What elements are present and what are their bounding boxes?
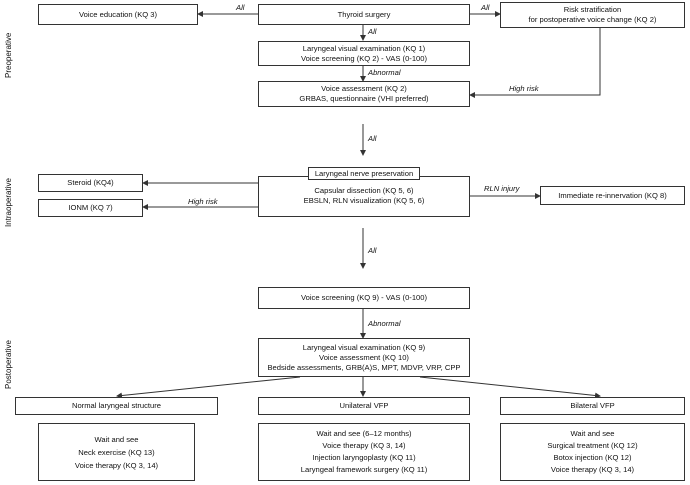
phase-postoperative: Postoperative xyxy=(4,340,13,389)
risk-strat-line-1: Risk stratification xyxy=(563,5,622,14)
normal-structure-title: Normal laryngeal structure xyxy=(71,401,162,410)
bilateral-vfp-title: Bilateral VFP xyxy=(570,401,615,410)
ionm-box: IONM (KQ 7) xyxy=(38,199,143,217)
arrow-to-normal xyxy=(116,376,301,399)
phase-intraoperative: Intraoperative xyxy=(4,178,13,227)
normal-structure-box: Normal laryngeal structure xyxy=(15,397,218,415)
bilateral-item: Botox injection (KQ 12) xyxy=(553,453,632,462)
voice-assessment-line-2: GRBAS, questionnaire (VHI preferred) xyxy=(299,94,429,103)
risk-strat-line-2: for postoperative voice change (KQ 2) xyxy=(528,15,657,24)
steroid-text: Steroid (KQ4) xyxy=(67,178,114,187)
post-exam-line-2: Voice assessment (KQ 10) xyxy=(319,352,409,362)
edge-label-all: All xyxy=(481,3,490,12)
nerve-preservation-box: Laryngeal nerve preservation Capsular di… xyxy=(258,167,470,217)
edge-label-all: All xyxy=(368,27,377,36)
post-voice-screening-text: Voice screening (KQ 9) - VAS (0-100) xyxy=(300,293,428,302)
bilateral-vfp-box: Bilateral VFP xyxy=(500,397,685,415)
reinnervation-box: Immediate re-innervation (KQ 8) xyxy=(540,186,685,205)
capsular-line-2: EBSLN, RLN visualization (KQ 5, 6) xyxy=(303,196,425,205)
laryngeal-exam-box: Laryngeal visual examination (KQ 1) Voic… xyxy=(258,41,470,66)
laryngeal-exam-line-1: Laryngeal visual examination (KQ 1) xyxy=(302,43,426,53)
thyroid-surgery-text: Thyroid surgery xyxy=(337,9,391,19)
normal-management-box: Wait and see Neck exercise (KQ 13) Voice… xyxy=(38,423,195,481)
post-exam-line-3: Bedside assessments, GRB(A)S, MPT, MDVP,… xyxy=(267,362,461,372)
bilateral-management-box: Wait and see Surgical treatment (KQ 12) … xyxy=(500,423,685,481)
unilateral-vfp-title: Unilateral VFP xyxy=(339,401,389,410)
reinnervation-text: Immediate re-innervation (KQ 8) xyxy=(558,190,667,200)
voice-assessment-line-1: Voice assessment (KQ 2) xyxy=(321,84,407,93)
bilateral-item: Surgical treatment (KQ 12) xyxy=(547,441,638,450)
unilateral-item: Laryngeal framework surgery (KQ 11) xyxy=(300,465,428,474)
risk-stratification-box: Risk stratification for postoperative vo… xyxy=(500,2,685,28)
steroid-box: Steroid (KQ4) xyxy=(38,174,143,192)
post-exam-line-1: Laryngeal visual examination (KQ 9) xyxy=(302,342,426,352)
normal-item: Voice therapy (KQ 3, 14) xyxy=(74,460,159,470)
voice-assessment-box: Voice assessment (KQ 2) GRBAS, questionn… xyxy=(258,81,470,107)
edge-label-rln-injury: RLN injury xyxy=(484,184,520,193)
capsular-line-1: Capsular dissection (KQ 5, 6) xyxy=(314,186,414,195)
arrow-risk-to-assessment xyxy=(469,26,601,98)
voice-education-box: Voice education (KQ 3) xyxy=(38,4,198,25)
bilateral-item: Voice therapy (KQ 3, 14) xyxy=(550,465,635,474)
unilateral-item: Wait and see (6–12 months) xyxy=(316,429,412,438)
normal-item: Wait and see xyxy=(94,434,139,444)
post-voice-screening-box: Voice screening (KQ 9) - VAS (0-100) xyxy=(258,287,470,309)
phase-preoperative: Preoperative xyxy=(4,32,13,78)
edge-label-all: All xyxy=(368,246,377,255)
arrow-to-bilateral xyxy=(419,376,601,399)
unilateral-management-box: Wait and see (6–12 months) Voice therapy… xyxy=(258,423,470,481)
unilateral-item: Injection laryngoplasty (KQ 11) xyxy=(312,453,416,462)
ionm-text: IONM (KQ 7) xyxy=(68,203,113,212)
edge-label-all: All xyxy=(236,3,245,12)
voice-education-text: Voice education (KQ 3) xyxy=(78,9,158,19)
edge-label-high-risk: High risk xyxy=(188,197,218,206)
thyroid-surgery-box: Thyroid surgery xyxy=(258,4,470,25)
laryngeal-exam-line-2: Voice screening (KQ 2) - VAS (0-100) xyxy=(300,53,428,63)
edge-label-abnormal: Abnormal xyxy=(368,68,401,77)
nerve-preservation-title: Laryngeal nerve preservation xyxy=(307,167,421,180)
edge-label-abnormal: Abnormal xyxy=(368,319,401,328)
unilateral-vfp-box: Unilateral VFP xyxy=(258,397,470,415)
normal-item: Neck exercise (KQ 13) xyxy=(78,447,155,457)
bilateral-item: Wait and see xyxy=(570,429,615,438)
unilateral-item: Voice therapy (KQ 3, 14) xyxy=(322,441,406,450)
edge-label-all: All xyxy=(368,134,377,143)
edge-label-high-risk: High risk xyxy=(509,84,539,93)
post-exam-box: Laryngeal visual examination (KQ 9) Voic… xyxy=(258,338,470,377)
